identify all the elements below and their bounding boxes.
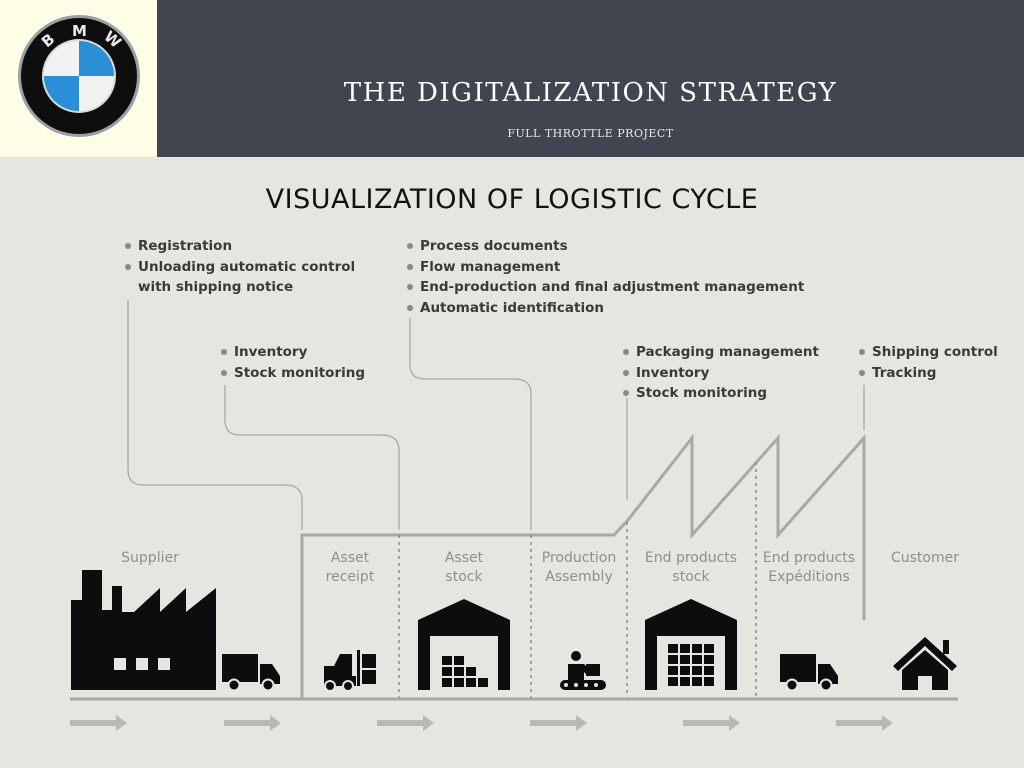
- note-item: Shipping control: [858, 342, 998, 363]
- note-item: Inventory: [220, 342, 365, 363]
- conveyor-worker-icon: [560, 651, 606, 690]
- stage-label: stock: [672, 569, 710, 585]
- arrow-right-icon: [683, 715, 740, 731]
- note-item: Packaging management: [622, 342, 819, 363]
- notes-receipt: Registration Unloading automatic control…: [124, 236, 355, 298]
- logo-letter-m: M: [72, 22, 87, 40]
- connector-receipt: [127, 300, 303, 530]
- logo-panel: B M W: [0, 0, 157, 157]
- stage-label: receipt: [325, 569, 375, 585]
- stage-label: End products: [644, 550, 738, 566]
- warehouse-full-icon: [645, 599, 737, 690]
- stage-customer: Customer: [870, 549, 980, 568]
- stage-end-products-stock: End products stock: [636, 549, 746, 587]
- arrow-right-icon: [530, 715, 587, 731]
- note-item: End-production and final adjustment mana…: [406, 277, 804, 298]
- forklift-icon: [324, 650, 376, 692]
- note-item: Unloading automatic control: [124, 257, 355, 278]
- note-item: Inventory: [622, 363, 819, 384]
- stage-label: stock: [445, 569, 483, 585]
- factory-icon: [71, 570, 216, 690]
- note-item: Tracking: [858, 363, 998, 384]
- stage-supplier: Supplier: [95, 549, 205, 568]
- stage-label: Assembly: [545, 569, 613, 585]
- flow-path: [300, 433, 866, 698]
- note-item: with shipping notice: [124, 277, 355, 298]
- stage-end-products-expeditions: End products Expéditions: [754, 549, 864, 587]
- stage-label: Asset: [444, 550, 484, 566]
- connector-process: [409, 318, 532, 530]
- arrow-right-icon: [836, 715, 893, 731]
- note-item: Automatic identification: [406, 298, 804, 319]
- stage-label: Supplier: [121, 550, 179, 566]
- note-item: Stock monitoring: [622, 383, 819, 404]
- flow-arrows: [70, 715, 893, 731]
- note-item: Registration: [124, 236, 355, 257]
- house-icon: [893, 637, 957, 690]
- connector-inventory: [224, 385, 400, 530]
- header-bar: THE DIGITALIZATION STRATEGY FULL THROTTL…: [157, 0, 1024, 157]
- stage-label: Production: [541, 550, 617, 566]
- page-heading: VISUALIZATION OF LOGISTIC CYCLE: [265, 184, 759, 215]
- stage-label: End products: [762, 550, 856, 566]
- arrow-right-icon: [224, 715, 281, 731]
- stage-separators: [398, 462, 757, 698]
- note-item: Flow management: [406, 257, 804, 278]
- stage-asset-receipt: Asset receipt: [295, 549, 405, 587]
- stage-label: Asset: [330, 550, 370, 566]
- note-item: Stock monitoring: [220, 363, 365, 384]
- warehouse-icon: [418, 599, 510, 690]
- arrow-right-icon: [377, 715, 434, 731]
- note-item-continued: with shipping notice: [138, 279, 294, 295]
- header-title: THE DIGITALIZATION STRATEGY: [343, 78, 838, 108]
- stage-asset-stock: Asset stock: [409, 549, 519, 587]
- stage-production-assembly: Production Assembly: [524, 549, 634, 587]
- connector-lines: [127, 300, 865, 530]
- notes-inventory: Inventory Stock monitoring: [220, 342, 365, 383]
- note-item: Process documents: [406, 236, 804, 257]
- truck-icon: [222, 654, 280, 692]
- header-subtitle: FULL THROTTLE PROJECT: [507, 127, 674, 140]
- bmw-logo-icon: B M W: [18, 15, 140, 137]
- truck-icon: [780, 654, 838, 692]
- notes-process: Process documents Flow management End-pr…: [406, 236, 804, 318]
- notes-packaging: Packaging management Inventory Stock mon…: [622, 342, 819, 404]
- arrow-right-icon: [70, 715, 127, 731]
- stage-label: Expéditions: [768, 569, 850, 585]
- stage-label: Customer: [890, 550, 959, 566]
- notes-shipping: Shipping control Tracking: [858, 342, 998, 383]
